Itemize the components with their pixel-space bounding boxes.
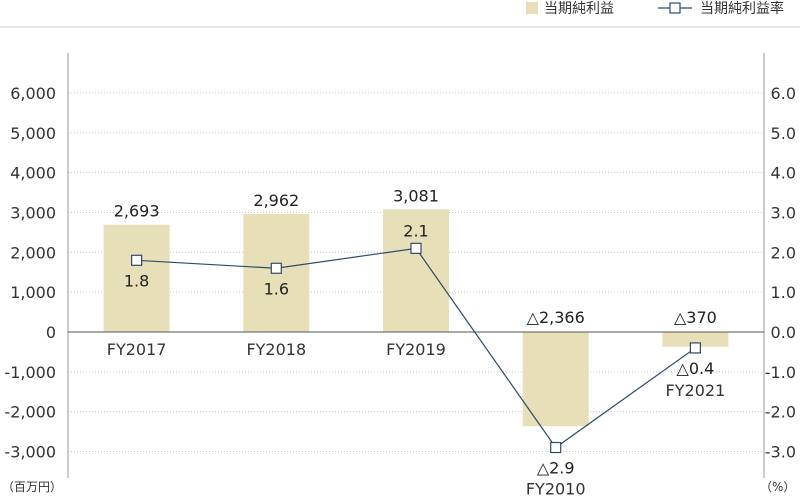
ratio-value-label: 1.6 <box>264 279 289 298</box>
category-label: FY2019 <box>386 340 446 359</box>
left-tick-label: 2,000 <box>10 243 56 262</box>
right-tick-label: 6.0 <box>771 84 796 103</box>
legend-bar-label: 当期純利益 <box>544 1 614 17</box>
legend-line-label: 当期純利益率 <box>700 0 784 17</box>
right-tick-label: 4.0 <box>771 164 796 183</box>
category-label: FY2021 <box>666 381 726 400</box>
bar-data-labels: 2,693 2,962 3,081 △2,366 △370 <box>114 186 717 327</box>
left-tick-label: 5,000 <box>10 124 56 143</box>
left-tick-label: -2,000 <box>4 403 56 422</box>
right-tick-label: -2.0 <box>765 403 796 422</box>
ratio-value-label: 2.1 <box>403 221 428 240</box>
right-axis-unit: （%） <box>760 480 795 494</box>
left-tick-label: -3,000 <box>4 443 56 462</box>
bar-value-label: △2,366 <box>527 308 585 327</box>
ratio-marker <box>270 262 282 274</box>
right-tick-label: -1.0 <box>765 363 796 382</box>
bar <box>522 332 589 427</box>
bar-value-label: 3,081 <box>393 186 439 205</box>
ratio-marker <box>410 242 422 254</box>
ratio-value-label: △0.4 <box>677 359 715 378</box>
left-tick-label: 6,000 <box>10 84 56 103</box>
legend: 当期純利益 当期純利益率 <box>526 0 784 17</box>
ratio-marker <box>550 441 562 454</box>
left-tick-label: 3,000 <box>10 204 56 223</box>
left-tick-label: 0 <box>46 323 56 342</box>
left-tick-label: -1,000 <box>4 363 56 382</box>
right-tick-label: 5.0 <box>771 124 796 143</box>
right-axis-ticks: 6.0 5.0 4.0 3.0 2.0 1.0 0.0 -1.0 -2.0 -3.0 <box>765 84 796 462</box>
category-label: FY2018 <box>246 340 306 359</box>
bar-value-label: △370 <box>674 308 717 327</box>
ratio-marker <box>131 254 143 266</box>
bar-value-label: 2,962 <box>253 191 299 210</box>
category-label: FY2017 <box>107 340 167 359</box>
bar <box>383 209 449 332</box>
bars <box>103 209 729 427</box>
ratio-value-label: 1.8 <box>124 271 149 290</box>
right-tick-label: -3.0 <box>765 443 796 462</box>
right-tick-label: 1.0 <box>771 283 796 302</box>
ratio-value-label: △2.9 <box>537 459 575 478</box>
left-axis-ticks: 6,000 5,000 4,000 3,000 2,000 1,000 0 -1,000 -2,… <box>4 84 56 462</box>
left-tick-label: 1,000 <box>10 283 56 302</box>
right-tick-label: 2.0 <box>771 243 796 262</box>
right-tick-label: 3.0 <box>771 204 796 223</box>
left-tick-label: 4,000 <box>10 164 56 183</box>
left-axis-unit: （百万円） <box>2 480 62 494</box>
category-label: FY2010 <box>526 480 586 497</box>
ratio-marker <box>689 342 702 354</box>
legend-bar-swatch <box>526 2 538 14</box>
ratio-data-labels: 1.8 1.6 2.1 △2.9 △0.4 <box>124 221 714 477</box>
legend-line-marker <box>669 2 681 14</box>
bar <box>103 224 170 332</box>
bar <box>662 332 729 347</box>
bar-value-label: 2,693 <box>114 202 160 221</box>
right-tick-label: 0.0 <box>771 323 796 342</box>
ratio-markers <box>131 242 702 454</box>
